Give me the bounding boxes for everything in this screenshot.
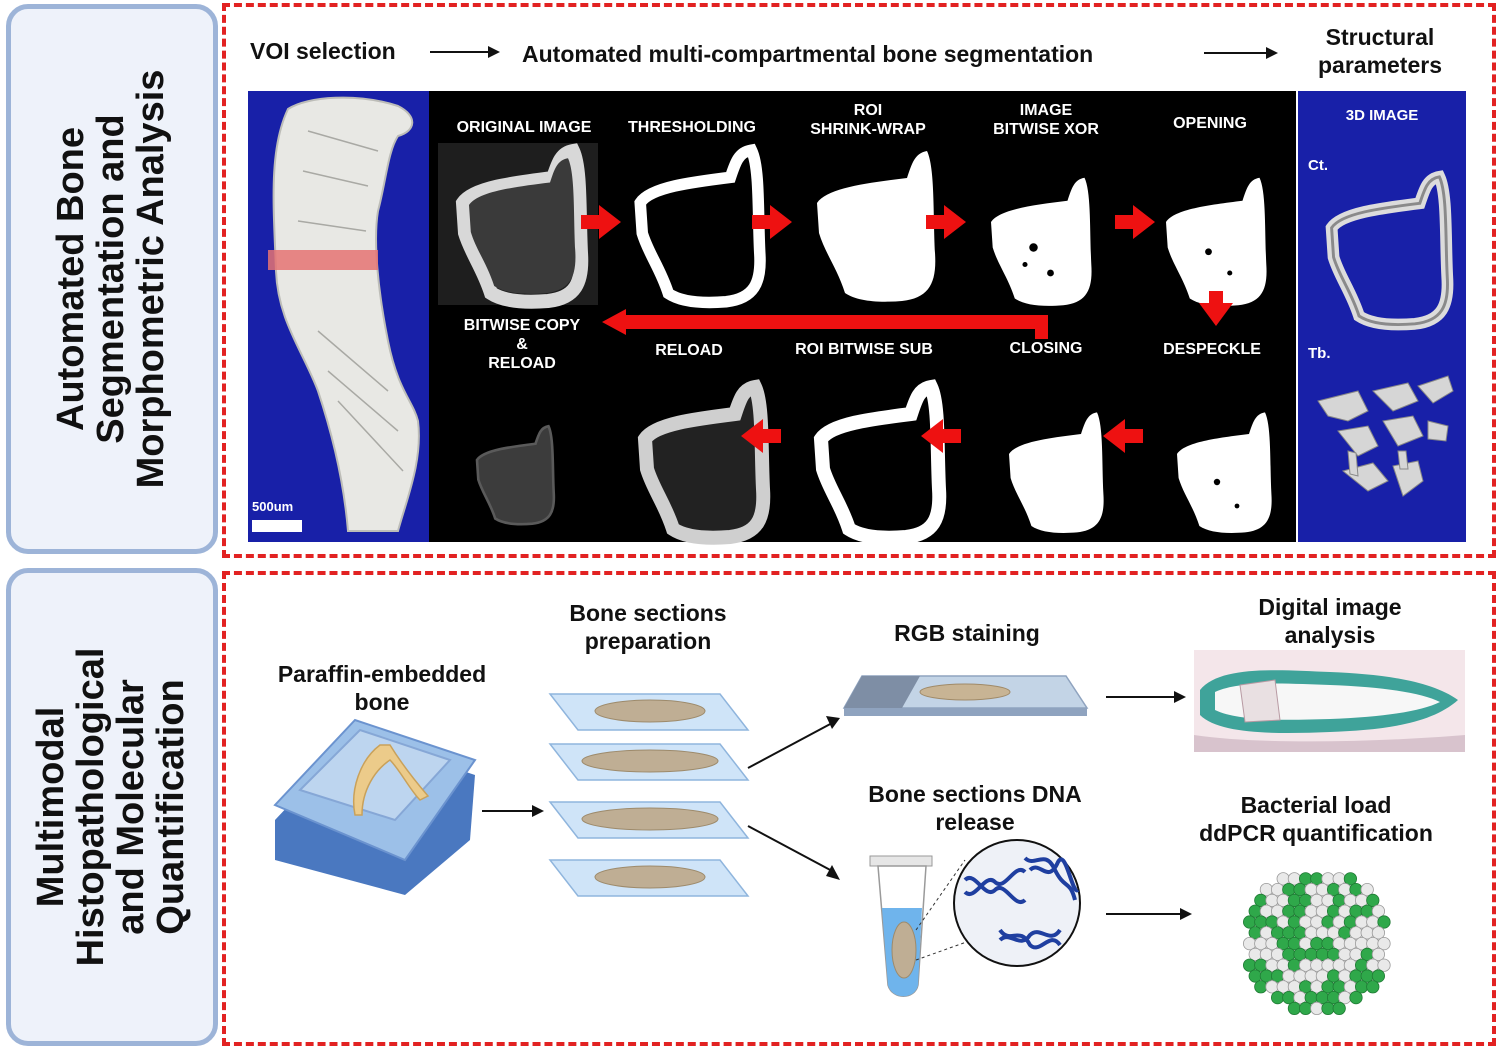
negative-droplet xyxy=(1371,926,1385,940)
positive-droplet xyxy=(1349,991,1363,1005)
3d-image-title: 3D IMAGE xyxy=(1345,107,1419,124)
bitwise-xor-slice xyxy=(991,177,1092,306)
scale-bar xyxy=(252,520,302,532)
negative-droplet xyxy=(1377,958,1391,972)
positive-droplet xyxy=(1343,872,1358,886)
positive-droplet xyxy=(1254,980,1268,994)
positive-droplet xyxy=(1287,1001,1302,1015)
cortical-label: Ct. xyxy=(1308,157,1328,174)
voi-panel: 500um xyxy=(248,91,429,542)
bottom-dashed-frame xyxy=(222,571,1496,1046)
top-side-panel: Automated Bone Segmentation and Morphome… xyxy=(6,4,218,554)
trabecular-render xyxy=(1317,375,1454,497)
segmentation-label: Automated multi-compartmental bone segme… xyxy=(522,41,1094,67)
red-arrow-left-3 xyxy=(1103,419,1143,453)
step-bitwise-copy-reload: BITWISE COPY&RELOAD xyxy=(463,317,581,373)
histology-image xyxy=(1194,650,1465,752)
positive-droplet xyxy=(1377,915,1391,929)
positive-droplet xyxy=(1270,991,1285,1005)
step-original-image: ORIGINAL IMAGE xyxy=(456,119,592,136)
red-arrow-return xyxy=(602,309,1048,339)
bone-3d-render xyxy=(268,96,420,532)
negative-droplet xyxy=(1371,904,1385,918)
top-dashed-frame xyxy=(222,3,1496,558)
negative-droplet xyxy=(1360,883,1374,897)
3d-bone-renders xyxy=(1317,170,1454,497)
step-thresholding: THRESHOLDING xyxy=(628,119,756,136)
red-arrow-right-2 xyxy=(752,205,792,239)
rgb-staining-label: RGB staining xyxy=(894,620,1040,646)
positive-droplet xyxy=(1321,1001,1335,1015)
arrow-to-sections xyxy=(482,805,544,817)
negative-droplet xyxy=(1371,947,1385,962)
red-arrow-right-1 xyxy=(581,205,621,239)
tube-icon xyxy=(869,855,933,997)
positive-droplet xyxy=(1332,1001,1346,1015)
arrow-to-staining xyxy=(747,716,840,769)
positive-droplet xyxy=(1366,893,1380,908)
trabecular-label: Tb. xyxy=(1308,345,1331,362)
positive-droplet xyxy=(1366,980,1380,994)
paraffin-block-icon xyxy=(273,718,477,895)
original-image-slice xyxy=(438,143,598,305)
red-arrow-right-4 xyxy=(1115,205,1155,239)
bottom-side-panel: Multimodal Histopathological and Molecul… xyxy=(6,568,218,1046)
positive-droplet xyxy=(1371,969,1385,983)
voi-selection-label: VOI selection xyxy=(250,38,396,64)
header-arrow-2 xyxy=(1204,47,1278,59)
step-closing: CLOSING xyxy=(1009,340,1083,357)
arrow-to-digital xyxy=(1106,691,1186,703)
scale-bar-label: 500um xyxy=(252,499,294,514)
arrow-to-dna xyxy=(747,825,840,880)
red-arrow-down xyxy=(1199,291,1233,326)
section-slides xyxy=(548,693,750,897)
step-despeckle: DESPECKLE xyxy=(1163,341,1261,358)
negative-droplet xyxy=(1377,937,1391,951)
red-arrow-left-2 xyxy=(921,419,961,453)
despeckle-slice xyxy=(1177,412,1272,533)
step-roi-bitwise-sub: ROI BITWISE SUB xyxy=(795,341,933,358)
step-reload: RELOAD xyxy=(655,342,723,359)
opening-slice xyxy=(1166,177,1267,306)
arrow-to-ddpcr xyxy=(1106,908,1192,920)
stained-slide-icon xyxy=(842,675,1089,716)
negative-droplet xyxy=(1310,1001,1324,1015)
positive-droplet xyxy=(1298,1001,1313,1015)
header-arrow-1 xyxy=(430,46,500,58)
segmentation-images xyxy=(438,143,1272,542)
ddpcr-droplet-grid xyxy=(1243,872,1391,1015)
red-arrow-left-1 xyxy=(741,419,781,453)
step-opening: OPENING xyxy=(1173,115,1247,132)
red-arrow-right-3 xyxy=(926,205,966,239)
dna-zoom-circle xyxy=(915,839,1081,967)
3d-image-panel: 3D IMAGE Ct. Tb. xyxy=(1298,91,1466,542)
